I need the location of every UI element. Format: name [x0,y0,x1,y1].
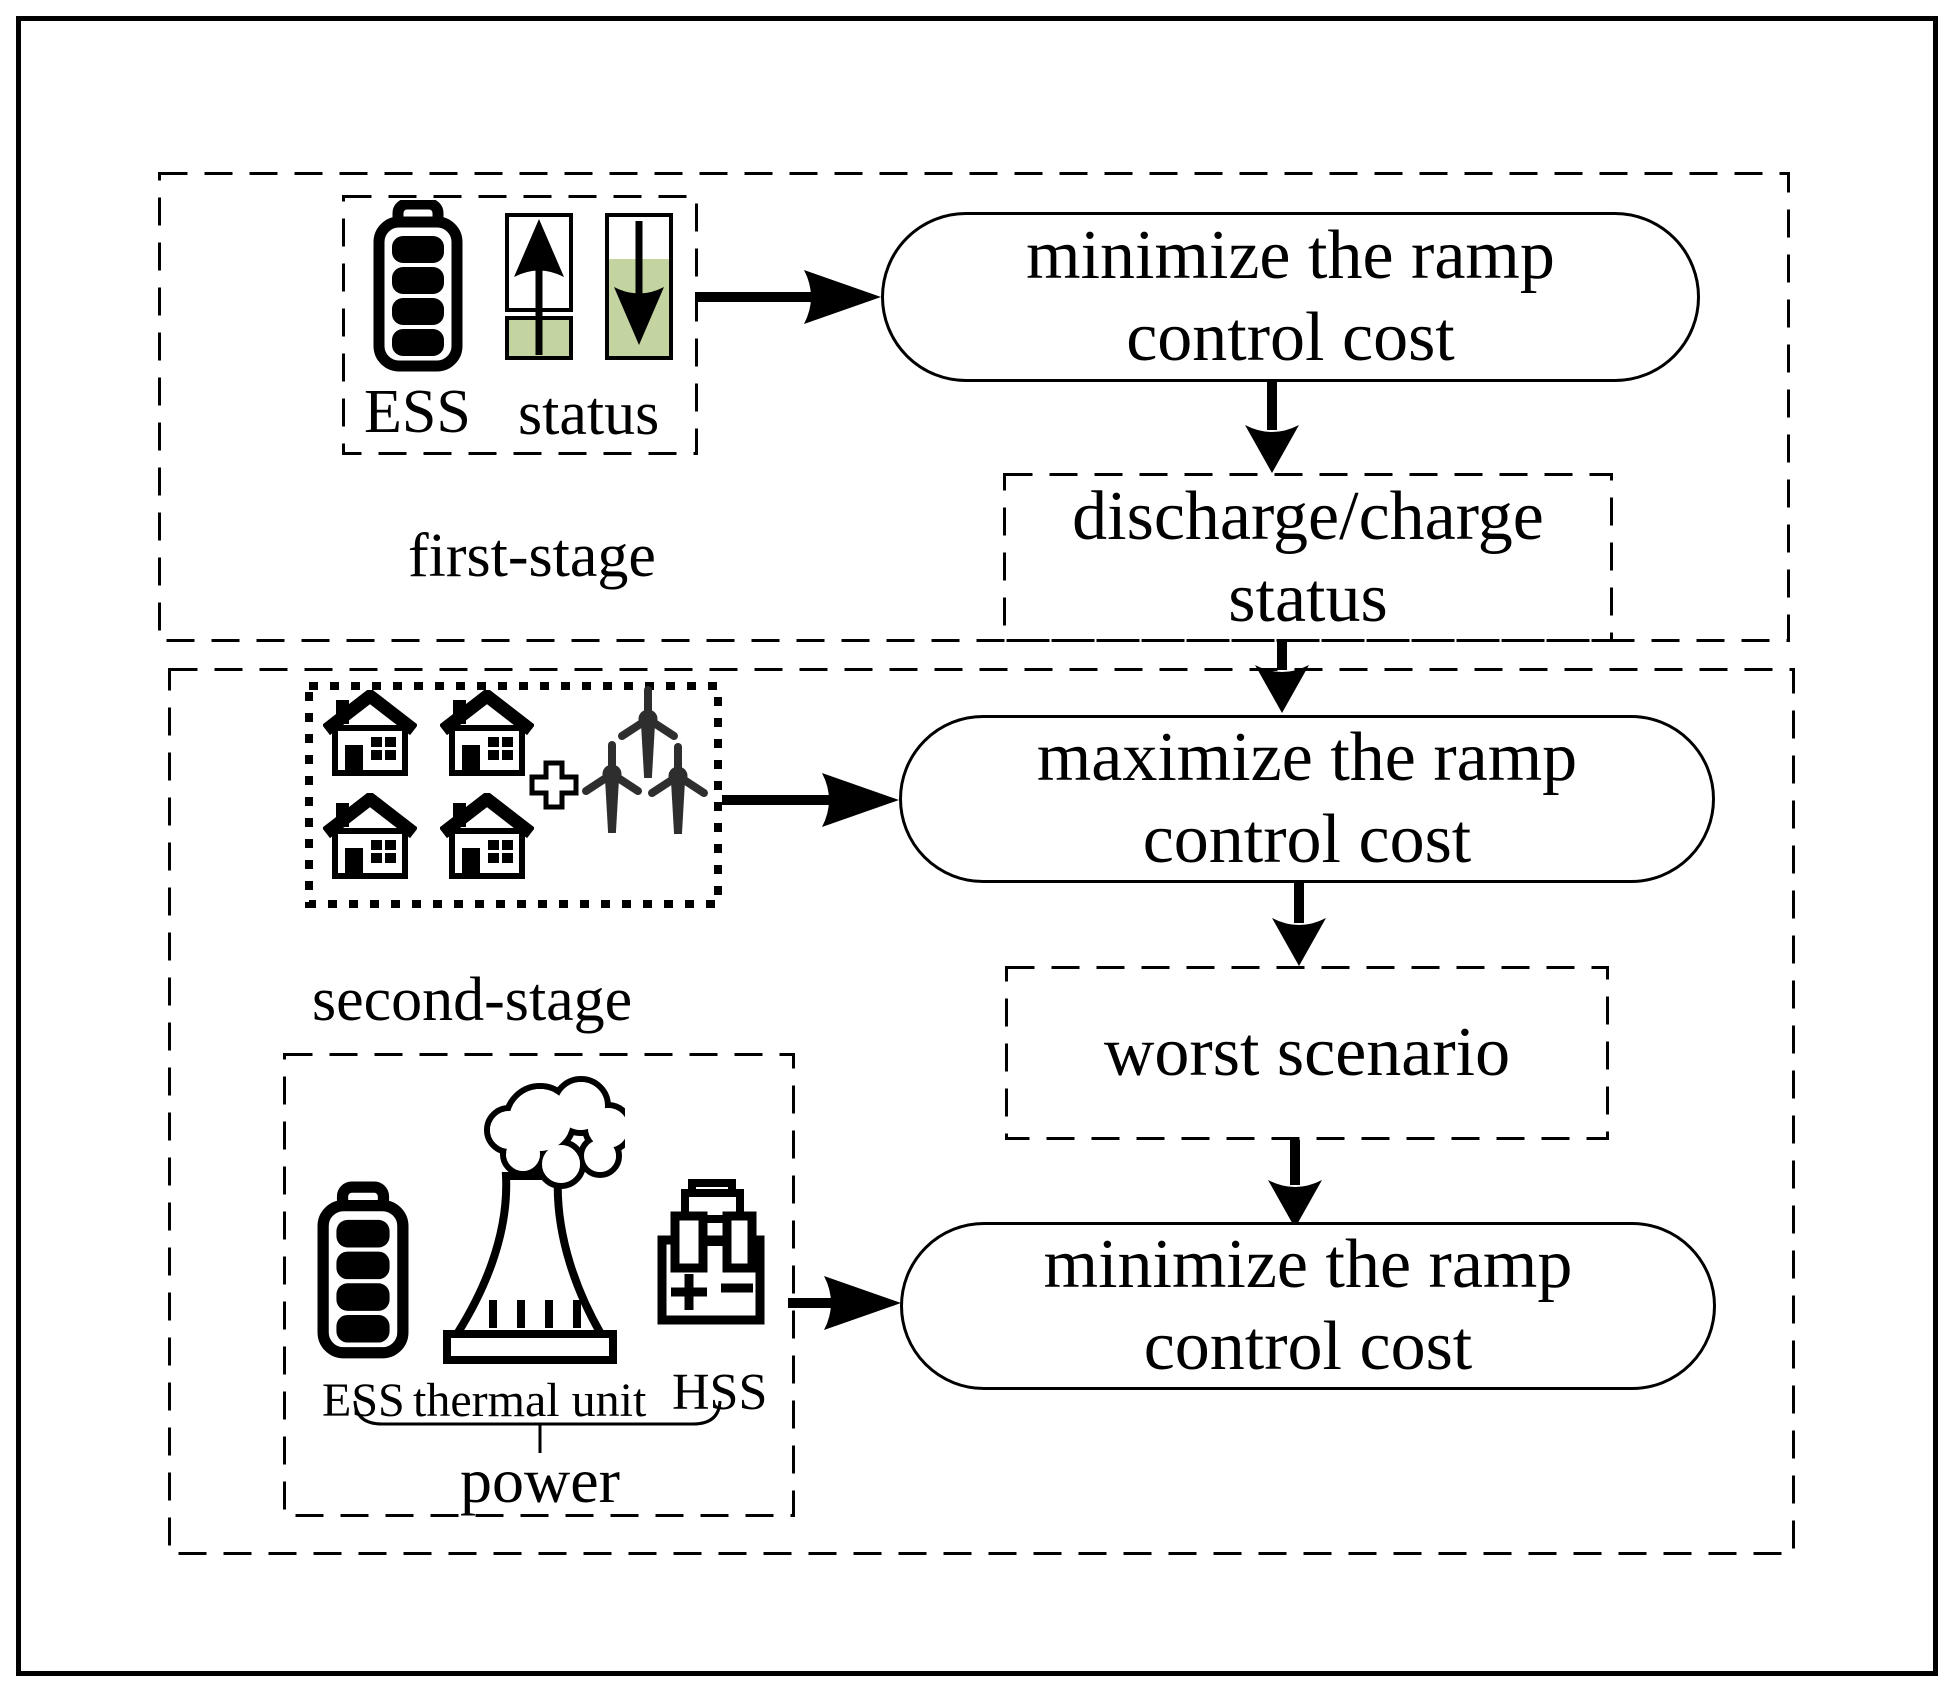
house-icon [323,690,417,776]
minimize-ramp-cost-node-stage2: minimize the ramp control cost [900,1222,1716,1390]
maximize-line1: maximize the ramp [1036,719,1578,796]
down-arrow-status-icon [614,221,664,345]
ess-label: ESS [364,378,471,446]
power-sources-box [283,1053,795,1517]
status-label: status [518,380,660,448]
discharge-charge-status-box: discharge/charge status [1003,473,1613,642]
battery-icon [373,200,463,372]
maximize-ramp-cost-node: maximize the ramp control cost [899,715,1715,883]
house-icon [323,793,417,879]
discharge-line1: discharge/charge [1072,477,1544,555]
plus-icon [529,760,579,810]
flow-arrow-discharge-to-maximize [1255,642,1309,713]
flow-arrow-worst-to-minimize [1268,1140,1322,1228]
discharge-line2: status [1228,559,1388,637]
discharge-status-bar [605,213,673,360]
thermal-unit-icon [443,1076,625,1364]
flow-arrow-ess-to-minimize [695,270,881,324]
worst-scenario-dashed-border [1005,966,1609,1140]
flow-arrow-minimize-to-discharge [1245,382,1299,473]
second-stage-label: second-stage [312,966,633,1034]
up-arrow-status-icon [514,219,564,355]
worst-scenario-box: worst scenario [1005,966,1609,1140]
minimize-line2: control cost [1126,299,1455,376]
minimize2-line2: control cost [1143,1308,1473,1385]
minimize2-line1: minimize the ramp [1043,1226,1573,1303]
flow-arrow-power-to-minimize [788,1276,901,1330]
power-thermal-label: thermal unit [413,1374,647,1427]
discharge-box-dashed-border [1003,473,1613,642]
diagram-frame [16,16,1938,1676]
house-icon [440,793,534,879]
maximize-line2: control cost [1142,801,1472,878]
minimize-ramp-cost-node-stage1: minimize the ramp control cost [881,212,1700,382]
underbrace-icon [353,1400,722,1453]
power-box-dashed-border [283,1053,795,1517]
ess-status-dashed-border [342,195,698,455]
worst-scenario-label: worst scenario [1103,1014,1511,1091]
charge-status-bar [505,213,573,360]
second-stage-dashed-border [168,668,1795,1555]
first-stage-dashed-border [158,172,1790,642]
flow-arrow-maximize-to-worst [1272,883,1326,966]
wind-turbine-icon [582,686,708,834]
ess-status-box [342,195,698,455]
first-stage-label: first-stage [408,522,656,590]
minimize-line1: minimize the ramp [1026,217,1555,294]
house-icon [440,690,534,776]
flow-arrow-load-to-maximize [722,773,899,827]
hss-icon [657,1179,765,1325]
first-stage-container [158,172,1790,642]
power-group-label: power [460,1445,620,1516]
battery-icon [317,1181,409,1359]
second-stage-container [168,668,1795,1555]
